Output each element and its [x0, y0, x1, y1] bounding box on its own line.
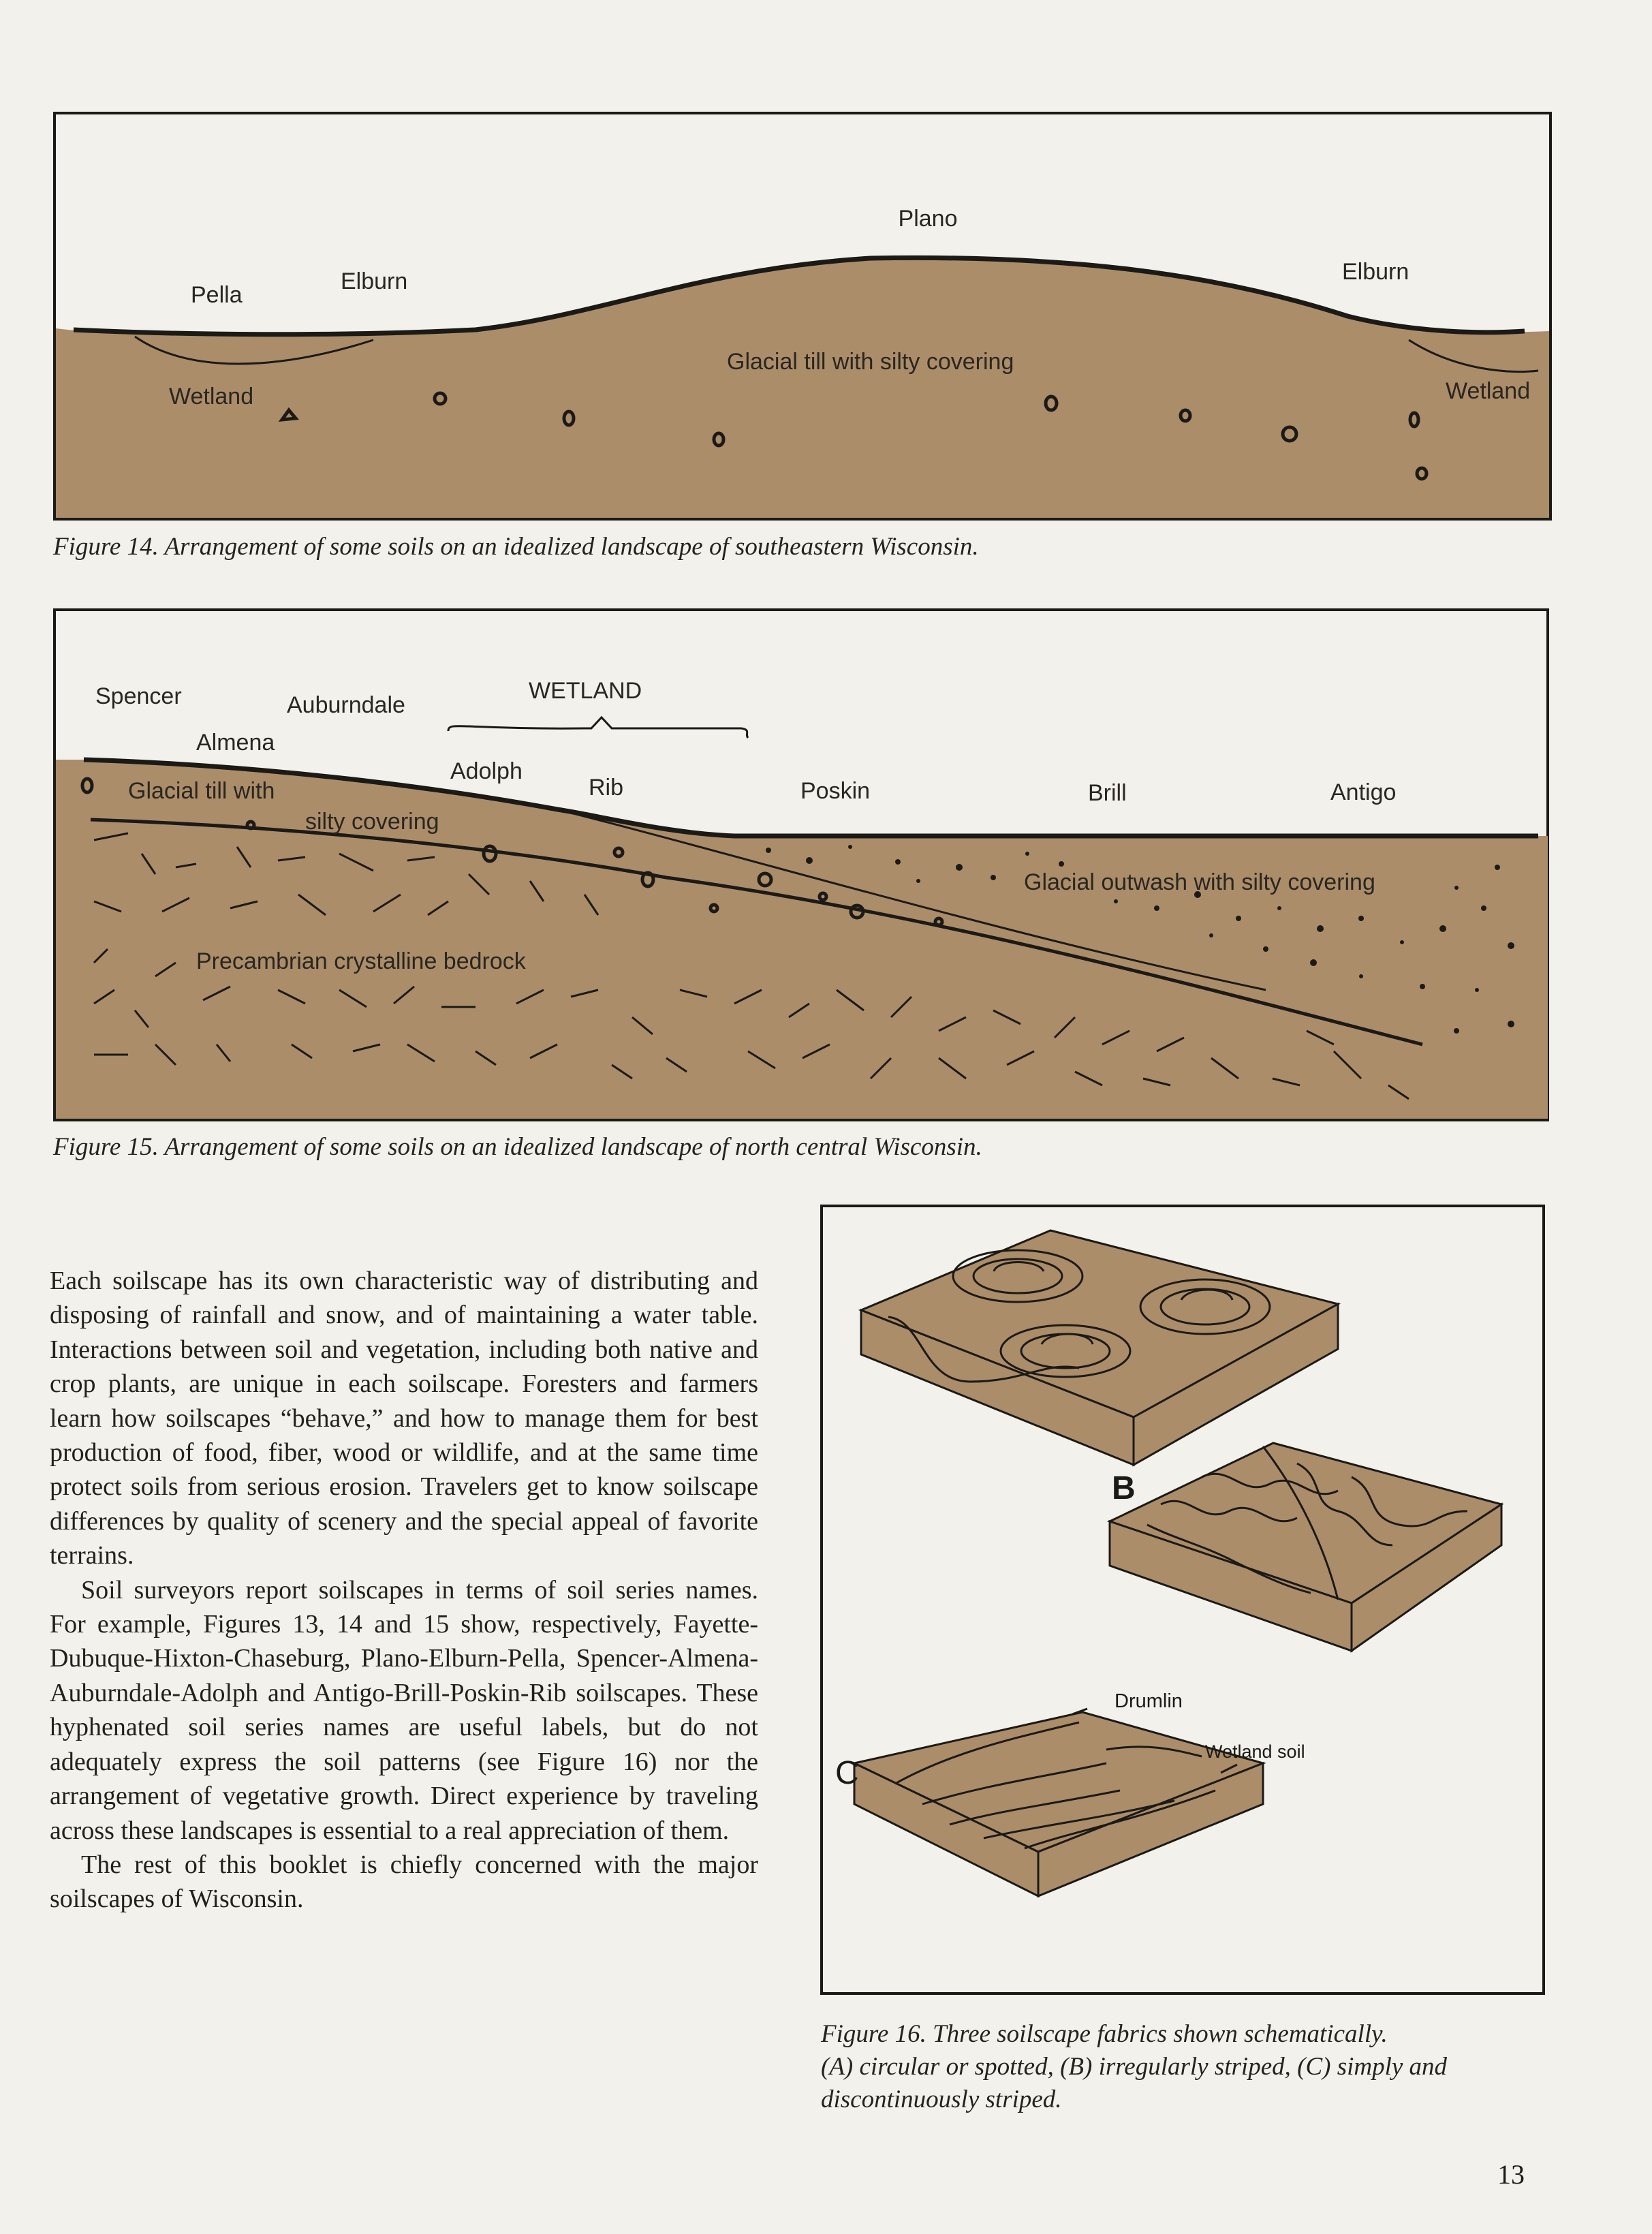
label-bedrock: Precambrian crystalline bedrock [196, 948, 527, 974]
label-drumlin: Drumlin [1115, 1690, 1183, 1712]
label-adolph: Adolph [450, 758, 523, 784]
figure-14-diagram: Plano Pella Elburn Elburn Glacial till w… [53, 112, 1552, 521]
page-number: 13 [1497, 2158, 1525, 2190]
label-poskin: Poskin [800, 778, 870, 804]
label-spencer: Spencer [95, 683, 182, 709]
label-auburndale: Auburndale [287, 692, 405, 718]
label-c: C [835, 1755, 859, 1791]
label-b: B [1112, 1470, 1136, 1506]
figure-16-caption-line-2: (A) circular or spotted, (B) irregularly… [821, 2051, 1447, 2083]
figure-14-caption: Figure 14. Arrangement of some soils on … [53, 531, 979, 563]
label-elburn-right: Elburn [1342, 259, 1409, 285]
paragraph-3: The rest of this booklet is chiefly conc… [50, 1848, 758, 1917]
label-rib: Rib [589, 775, 623, 801]
label-wetland-right: Wetland [1446, 378, 1530, 404]
figure-14: Plano Pella Elburn Elburn Glacial till w… [53, 112, 1552, 521]
figure-16-diagram: B C Drumlin Wetland soil [820, 1205, 1545, 1995]
figure-15: Spencer Auburndale WETLAND Almena Adolph… [53, 608, 1549, 1121]
figure-16-caption: Figure 16. Three soilscape fabrics shown… [821, 2018, 1447, 2116]
paragraph-1: Each soilscape has its own characteristi… [50, 1264, 758, 1573]
label-wetland-soil: Wetland soil [1205, 1741, 1305, 1762]
label-brill: Brill [1088, 780, 1127, 806]
label-antigo: Antigo [1330, 779, 1396, 805]
label-plano: Plano [899, 206, 958, 232]
label-till-2: silty covering [305, 809, 439, 835]
label-wetland: WETLAND [529, 678, 642, 704]
figure-15-caption: Figure 15. Arrangement of some soils on … [53, 1131, 982, 1164]
label-till: Glacial till with silty covering [727, 349, 1014, 375]
paragraph-2: Soil surveyors report soilscapes in term… [50, 1573, 758, 1848]
label-outwash: Glacial outwash with silty covering [1024, 869, 1375, 895]
body-text: Each soilscape has its own characteristi… [50, 1264, 758, 1917]
label-pella: Pella [191, 282, 243, 308]
label-almena: Almena [196, 730, 275, 756]
label-elburn-left: Elburn [341, 268, 407, 294]
figure-16: B C Drumlin Wetland soil [820, 1205, 1545, 1995]
figure-16-caption-line-1: Figure 16. Three soilscape fabrics shown… [821, 2018, 1447, 2051]
figure-15-diagram: Spencer Auburndale WETLAND Almena Adolph… [53, 608, 1549, 1121]
figure-16-caption-line-3: discontinuously striped. [821, 2083, 1447, 2116]
label-till-1: Glacial till with [128, 778, 275, 804]
label-wetland-left: Wetland [169, 384, 253, 409]
